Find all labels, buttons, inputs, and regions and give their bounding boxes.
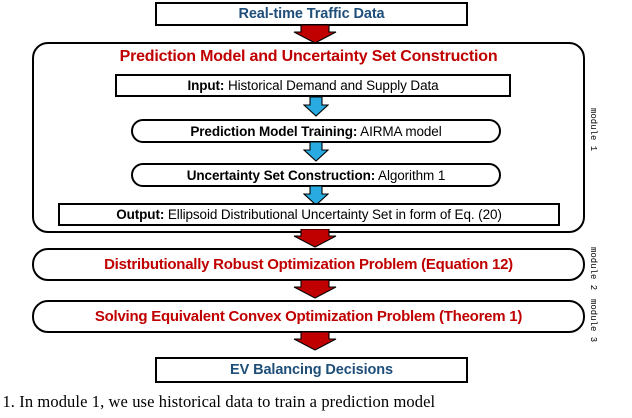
real-time-traffic-data-box: Real-time Traffic Data <box>155 2 468 26</box>
real-time-traffic-data-label: Real-time Traffic Data <box>238 6 385 22</box>
prediction-model-training-box: Prediction Model Training: AIRMA model <box>131 119 501 143</box>
uncertainty-set-construction-box: Uncertainty Set Construction: Algorithm … <box>131 163 501 187</box>
module-1-heading: Prediction Model and Uncertainty Set Con… <box>119 48 498 65</box>
training-box-bold-label: Prediction Model Training: <box>190 123 358 139</box>
red-arrow-module2-to-module3 <box>293 280 337 299</box>
module-1-side-label: module 1 <box>588 108 598 152</box>
module-3-label: Solving Equivalent Convex Optimization P… <box>94 308 523 325</box>
output-box-rest-label: Ellipsoid Distributional Uncertainty Set… <box>164 207 502 222</box>
red-arrow-module1-to-module2 <box>293 229 337 248</box>
output-box-bold-label: Output: <box>116 207 165 222</box>
blue-arrow-training-to-uncertainty <box>303 142 329 162</box>
ev-balancing-decisions-box: EV Balancing Decisions <box>155 357 468 383</box>
module-2-label: Distributionally Robust Optimization Pro… <box>104 256 513 273</box>
module-3-box: Solving Equivalent Convex Optimization P… <box>32 300 585 333</box>
red-arrow-top-to-module1 <box>293 25 337 44</box>
uncertainty-box-bold-label: Uncertainty Set Construction: <box>186 167 376 183</box>
module-2-box: Distributionally Robust Optimization Pro… <box>32 248 585 281</box>
input-box-bold-label: Input: <box>187 78 225 93</box>
input-box-rest-label: Historical Demand and Supply Data <box>224 78 439 93</box>
red-arrow-module3-to-decisions <box>293 332 337 351</box>
module-2-side-label: module 2 <box>588 247 598 291</box>
figure-caption: . 1. In module 1, we use historical data… <box>0 392 436 411</box>
training-box-rest-label: AIRMA model <box>357 123 442 139</box>
input-box: Input: Historical Demand and Supply Data <box>115 74 511 97</box>
blue-arrow-uncertainty-to-output <box>303 186 329 206</box>
blue-arrow-input-to-training <box>303 97 329 117</box>
output-box: Output: Ellipsoid Distributional Uncerta… <box>58 203 560 226</box>
module-3-side-label: module 3 <box>588 299 598 343</box>
ev-balancing-decisions-label: EV Balancing Decisions <box>230 362 393 378</box>
uncertainty-box-rest-label: Algorithm 1 <box>375 167 446 183</box>
